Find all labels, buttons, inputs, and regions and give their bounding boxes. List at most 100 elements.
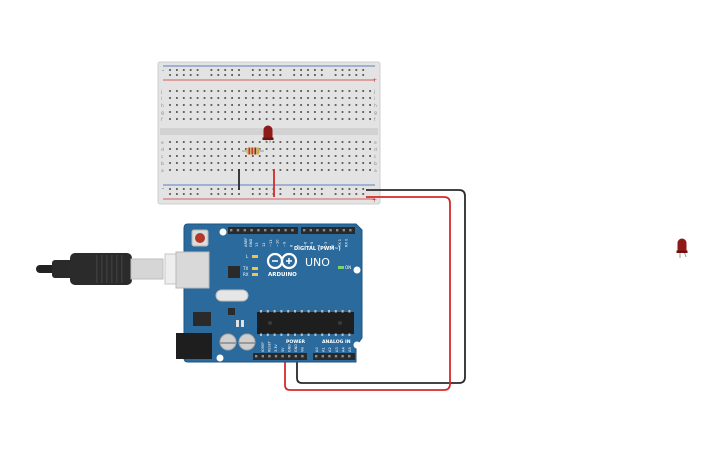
- rail-hole[interactable]: [341, 69, 344, 71]
- terminal-hole[interactable]: [279, 104, 282, 106]
- rail-hole[interactable]: [279, 193, 282, 195]
- terminal-hole[interactable]: [203, 141, 206, 143]
- terminal-hole[interactable]: [320, 141, 323, 143]
- rail-hole[interactable]: [334, 193, 337, 195]
- terminal-hole[interactable]: [355, 111, 358, 113]
- terminal-hole[interactable]: [265, 111, 268, 113]
- terminal-hole[interactable]: [355, 104, 358, 106]
- terminal-hole[interactable]: [341, 141, 344, 143]
- terminal-hole[interactable]: [355, 97, 358, 99]
- terminal-hole[interactable]: [245, 155, 247, 157]
- terminal-hole[interactable]: [258, 148, 261, 150]
- rail-hole[interactable]: [362, 188, 365, 190]
- terminal-hole[interactable]: [238, 97, 240, 99]
- terminal-hole[interactable]: [369, 118, 371, 120]
- terminal-hole[interactable]: [245, 104, 247, 106]
- terminal-hole[interactable]: [217, 90, 220, 92]
- terminal-hole[interactable]: [341, 118, 344, 120]
- terminal-hole[interactable]: [362, 97, 365, 99]
- rail-hole[interactable]: [189, 69, 192, 71]
- terminal-hole[interactable]: [258, 90, 261, 92]
- header-pin[interactable]: [294, 355, 297, 358]
- terminal-hole[interactable]: [245, 141, 247, 143]
- rail-hole[interactable]: [210, 193, 213, 195]
- rail-hole[interactable]: [238, 74, 240, 76]
- terminal-hole[interactable]: [203, 90, 206, 92]
- rail-hole[interactable]: [300, 188, 302, 190]
- terminal-hole[interactable]: [327, 90, 330, 92]
- terminal-hole[interactable]: [251, 104, 254, 106]
- terminal-hole[interactable]: [355, 169, 358, 171]
- rail-hole[interactable]: [217, 74, 220, 76]
- rail-hole[interactable]: [224, 193, 227, 195]
- terminal-hole[interactable]: [362, 141, 365, 143]
- rail-hole[interactable]: [265, 69, 268, 71]
- terminal-hole[interactable]: [196, 97, 199, 99]
- terminal-hole[interactable]: [238, 118, 240, 120]
- rail-hole[interactable]: [217, 188, 220, 190]
- terminal-hole[interactable]: [279, 118, 282, 120]
- terminal-hole[interactable]: [327, 169, 330, 171]
- terminal-hole[interactable]: [300, 169, 302, 171]
- rail-hole[interactable]: [210, 74, 213, 76]
- terminal-hole[interactable]: [231, 97, 233, 99]
- terminal-hole[interactable]: [272, 118, 275, 120]
- header-pin[interactable]: [274, 355, 278, 358]
- terminal-hole[interactable]: [258, 104, 261, 106]
- terminal-hole[interactable]: [272, 97, 275, 99]
- header-pin[interactable]: [336, 229, 339, 232]
- terminal-hole[interactable]: [293, 169, 296, 171]
- terminal-hole[interactable]: [245, 111, 247, 113]
- terminal-hole[interactable]: [348, 155, 351, 157]
- terminal-hole[interactable]: [196, 111, 199, 113]
- terminal-hole[interactable]: [182, 155, 185, 157]
- terminal-hole[interactable]: [231, 162, 233, 164]
- rail-hole[interactable]: [293, 69, 296, 71]
- terminal-hole[interactable]: [251, 141, 254, 143]
- terminal-hole[interactable]: [293, 104, 296, 106]
- header-pin[interactable]: [316, 229, 319, 232]
- terminal-hole[interactable]: [369, 97, 371, 99]
- terminal-hole[interactable]: [238, 90, 240, 92]
- breadboard-holes[interactable]: [169, 69, 371, 195]
- terminal-hole[interactable]: [300, 90, 302, 92]
- terminal-hole[interactable]: [334, 111, 337, 113]
- rail-hole[interactable]: [258, 74, 261, 76]
- terminal-hole[interactable]: [348, 141, 351, 143]
- header-pin[interactable]: [257, 229, 260, 232]
- terminal-hole[interactable]: [196, 104, 199, 106]
- terminal-hole[interactable]: [182, 97, 185, 99]
- header-pin[interactable]: [303, 229, 306, 232]
- terminal-hole[interactable]: [203, 118, 206, 120]
- header-pin[interactable]: [230, 229, 233, 232]
- rail-hole[interactable]: [314, 74, 316, 76]
- terminal-hole[interactable]: [217, 148, 220, 150]
- terminal-hole[interactable]: [279, 90, 282, 92]
- terminal-hole[interactable]: [341, 90, 344, 92]
- terminal-hole[interactable]: [293, 97, 296, 99]
- terminal-hole[interactable]: [320, 90, 323, 92]
- header-pin[interactable]: [301, 355, 304, 358]
- terminal-hole[interactable]: [307, 97, 309, 99]
- terminal-hole[interactable]: [251, 90, 254, 92]
- rail-hole[interactable]: [169, 69, 171, 71]
- terminal-hole[interactable]: [210, 90, 213, 92]
- terminal-hole[interactable]: [300, 141, 302, 143]
- terminal-hole[interactable]: [245, 169, 247, 171]
- rail-hole[interactable]: [320, 69, 323, 71]
- terminal-hole[interactable]: [196, 169, 199, 171]
- terminal-hole[interactable]: [279, 97, 282, 99]
- header-pin[interactable]: [264, 229, 267, 232]
- rail-hole[interactable]: [169, 74, 171, 76]
- terminal-hole[interactable]: [327, 148, 330, 150]
- terminal-hole[interactable]: [169, 169, 171, 171]
- terminal-hole[interactable]: [245, 148, 247, 150]
- terminal-hole[interactable]: [327, 104, 330, 106]
- terminal-hole[interactable]: [272, 141, 275, 143]
- terminal-hole[interactable]: [334, 169, 337, 171]
- rail-hole[interactable]: [293, 193, 296, 195]
- terminal-hole[interactable]: [176, 155, 178, 157]
- rail-hole[interactable]: [348, 74, 351, 76]
- terminal-hole[interactable]: [300, 118, 302, 120]
